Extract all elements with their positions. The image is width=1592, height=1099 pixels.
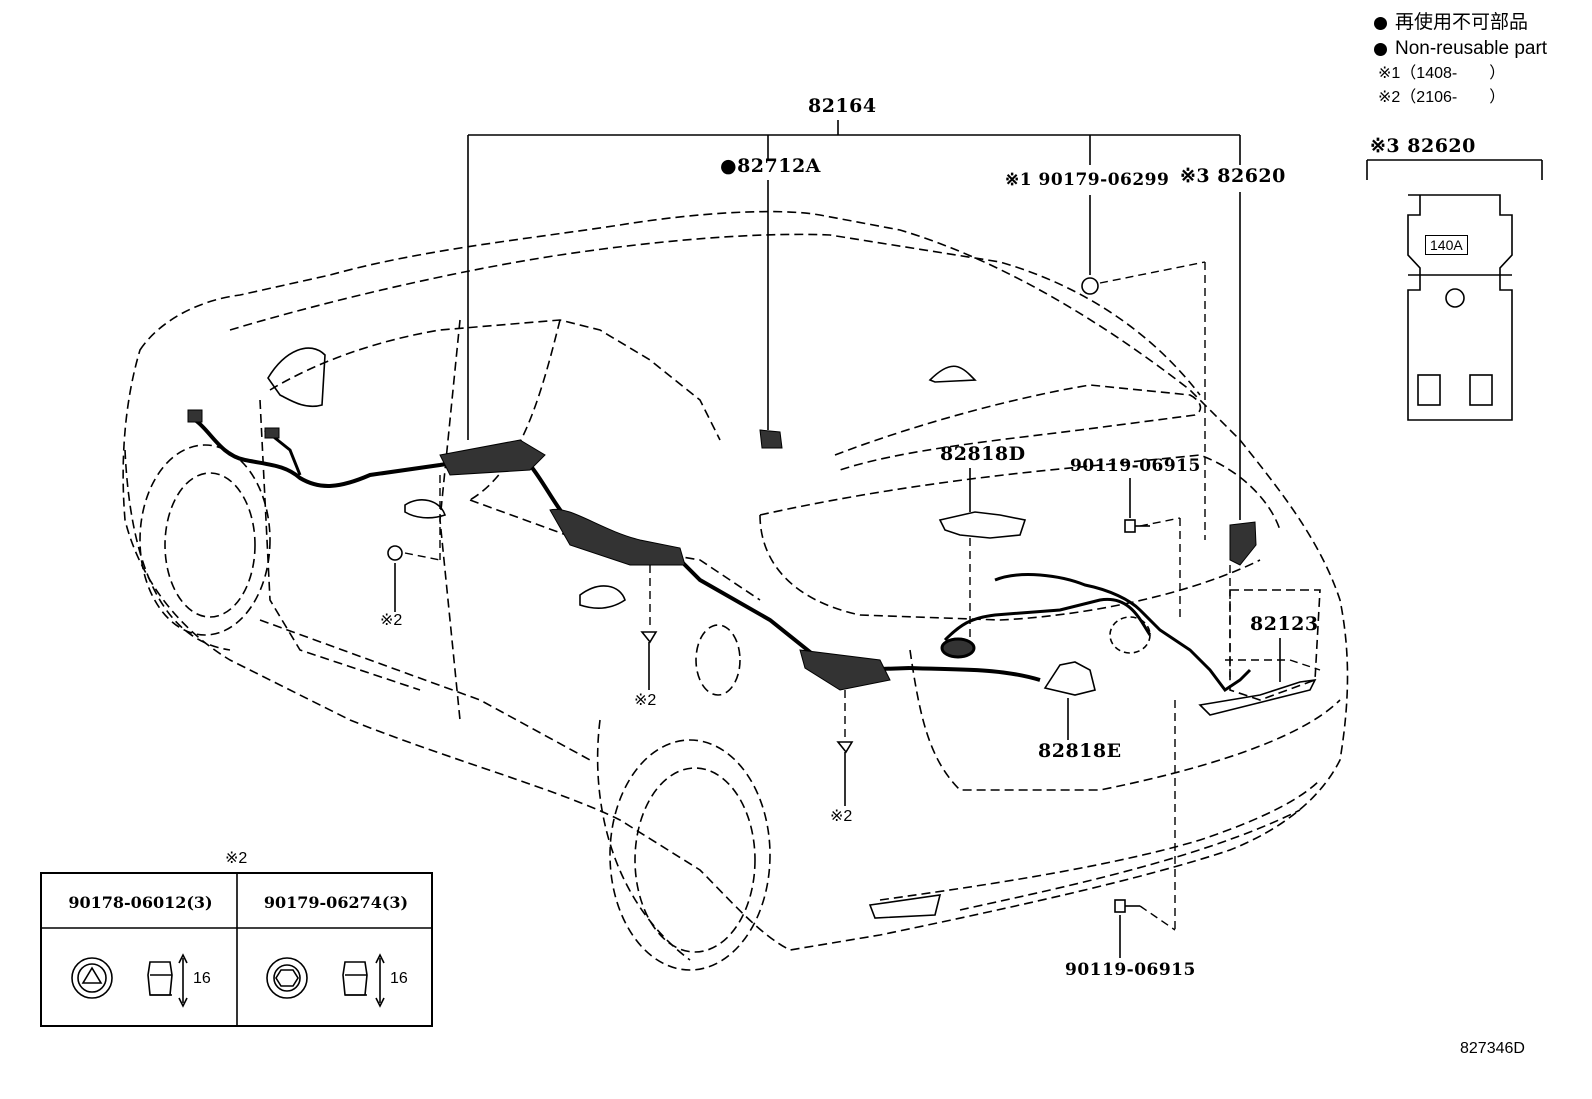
label-82818d[interactable]: 82818D [940,443,1026,465]
figure-reference: 827346D [1460,1040,1525,1057]
note2-ref-center: ※2 [634,692,657,709]
label-82620-detail[interactable]: ※3 82620 [1370,135,1476,157]
fastener-table: 90178-06012(3) 90179-06274(3) [40,872,433,1027]
leader-lines [394,120,1543,958]
non-reusable-dot-icon [1374,16,1387,30]
non-reusable-dot-icon [1374,42,1387,56]
front-wheel [124,444,271,651]
label-82818e[interactable]: 82818E [1038,740,1122,762]
legend-non-reusable-jp: 再使用不可部品 [1395,12,1529,33]
bracket-82818e-shape [1043,661,1096,696]
rear-wheel [596,719,771,971]
fasteners [387,277,1150,913]
fastener1-part-number[interactable]: 90178-06012(3) [68,892,213,912]
legend-non-reusable-en: Non-reusable part [1395,38,1548,59]
label-82123[interactable]: 82123 [1250,613,1319,635]
fastener-drawings [40,872,433,1027]
legend: 再使用不可部品 Non-reusable part ※1（1408- ） ※2（… [1374,10,1547,110]
harness-connectors [187,409,1257,691]
legend-note-2: ※2（2106- ） [1378,89,1506,106]
fastener-note: ※2 [225,850,248,867]
fastener2-part-number[interactable]: 90179-06274(3) [263,892,409,912]
label-90179-06299[interactable]: ※1 90179-06299 [1005,170,1170,190]
legend-row-en: Non-reusable part [1374,36,1547,62]
label-90119-06915-upper[interactable]: 90119-06915 [1070,456,1201,476]
placement-lines [404,261,1321,931]
note2-ref-left: ※2 [380,612,403,629]
fastener2-length: 16 [390,970,408,987]
bracket-82818d-shape [938,511,1027,539]
label-90119-06915-lower[interactable]: 90119-06915 [1065,960,1196,980]
legend-row-jp: 再使用不可部品 [1374,10,1547,36]
label-82164[interactable]: 82164 [808,95,877,117]
label-82620[interactable]: ※3 82620 [1180,165,1286,187]
fuse-rating-label: 140A [1425,235,1468,255]
car-body-outline [122,210,1349,951]
fastener1-length: 16 [193,970,211,987]
note2-ref-lower: ※2 [830,808,853,825]
legend-note-1: ※1（1408- ） [1378,65,1506,82]
harness-82123 [940,573,1317,716]
label-82712a[interactable]: ●82712A [720,155,821,177]
fuse-detail-drawing [1407,194,1513,421]
